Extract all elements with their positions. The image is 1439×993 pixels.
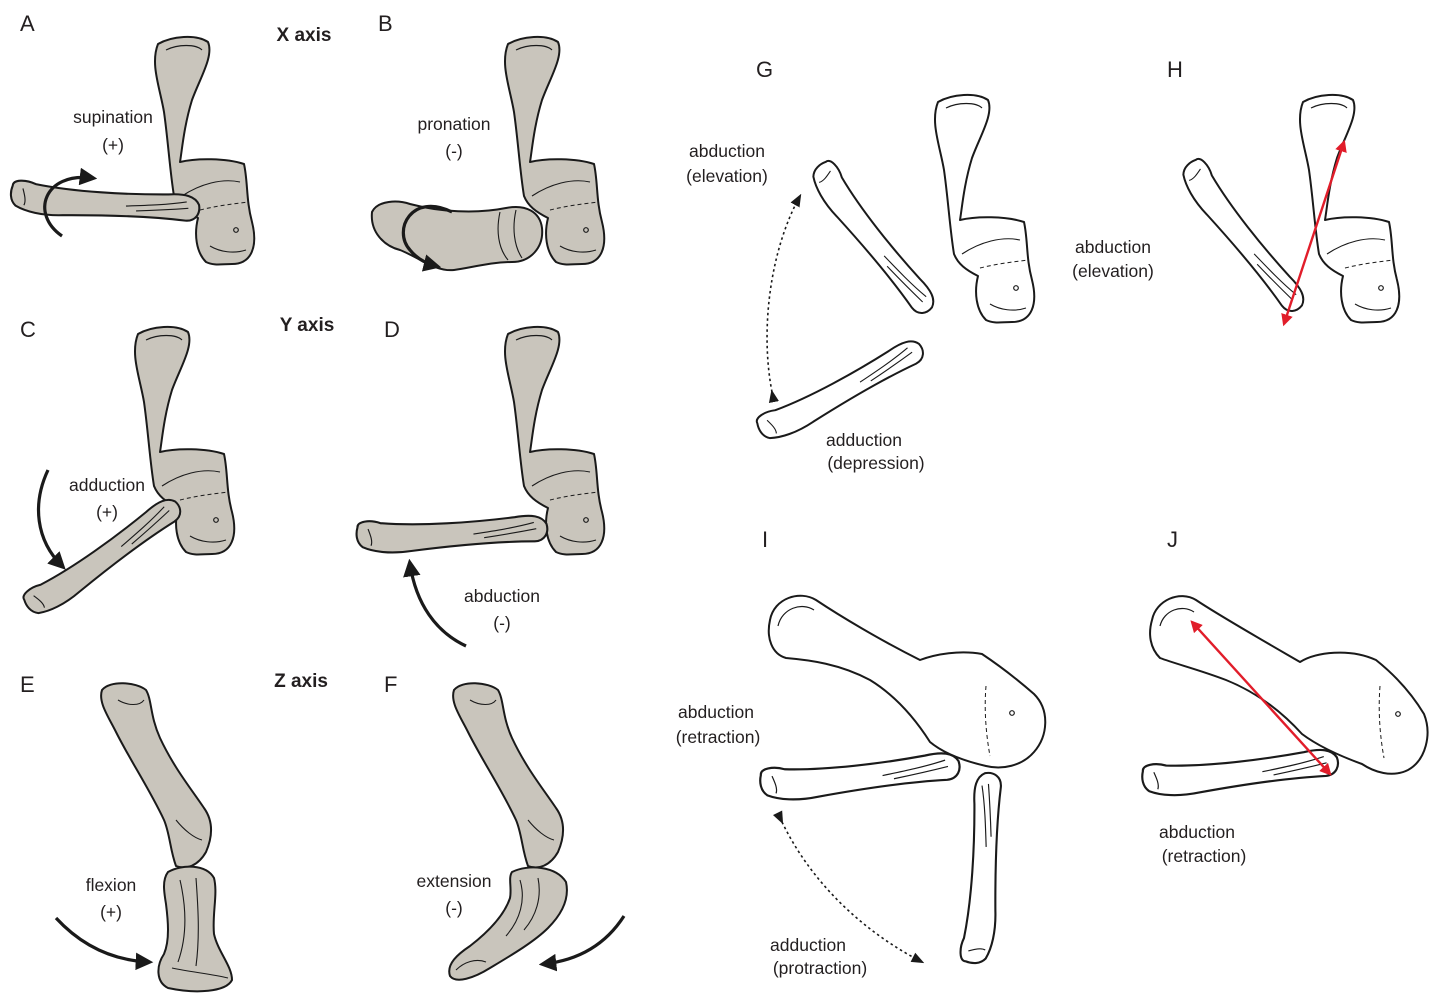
scapula-bone <box>769 596 1045 768</box>
scapula-bone <box>1300 95 1399 323</box>
panel-letter-f: F <box>384 672 397 697</box>
scapula-bone <box>453 683 563 867</box>
humerus-elevated <box>805 158 941 320</box>
motion-sign: (+) <box>102 135 124 155</box>
humerus-retracted <box>759 748 961 803</box>
scapula-bone <box>935 95 1034 323</box>
motion-label: (retraction) <box>676 727 761 747</box>
panel-letter-j: J <box>1167 527 1178 552</box>
axis-label-y: Y axis <box>280 315 335 336</box>
motion-label: abduction <box>1159 822 1235 842</box>
range-arrow <box>767 196 800 392</box>
scapula-bone <box>155 37 254 265</box>
axis-label-z: Z axis <box>274 671 328 692</box>
panel-b: B pronation (-) <box>372 11 604 270</box>
panel-letter-c: C <box>20 317 36 342</box>
motion-label: abduction <box>689 141 765 161</box>
panel-letter-d: D <box>384 317 400 342</box>
panel-d: D abduction (-) <box>356 317 604 646</box>
rotation-arrow <box>544 916 624 964</box>
motion-label: supination <box>73 107 153 127</box>
motion-label: adduction <box>69 475 145 495</box>
humerus-bone <box>372 202 542 271</box>
scapula-bone <box>101 683 211 867</box>
motion-label: extension <box>417 871 492 891</box>
panel-letter-a: A <box>20 11 35 36</box>
motion-sign: (-) <box>445 898 462 918</box>
axis-label-x: X axis <box>277 25 332 46</box>
motion-sign: (+) <box>96 502 118 522</box>
motion-label: (retraction) <box>1162 846 1247 866</box>
panel-letter-i: I <box>762 527 768 552</box>
motion-label: adduction <box>826 430 902 450</box>
humerus-bone <box>356 512 548 555</box>
rotation-arrow <box>39 470 62 566</box>
panel-a: A supination (+) X axis <box>10 11 332 265</box>
motion-label: abduction <box>464 586 540 606</box>
panel-f: F extension (-) <box>384 672 624 980</box>
motion-label: (elevation) <box>686 166 768 186</box>
motion-sign: (-) <box>445 141 462 161</box>
rotation-arrow <box>56 918 148 962</box>
motion-label: (protraction) <box>773 958 867 978</box>
panel-i: I abduction (retraction) adduction (prot… <box>676 527 1046 978</box>
motion-label: (depression) <box>827 453 924 473</box>
humerus-protracted <box>960 772 1006 965</box>
rotation-arrow <box>410 564 466 646</box>
panel-letter-h: H <box>1167 57 1183 82</box>
motion-label: flexion <box>86 875 137 895</box>
panel-letter-b: B <box>378 11 393 36</box>
motion-label: abduction <box>1075 237 1151 257</box>
panel-j: J abduction (retraction) <box>1141 527 1428 866</box>
panel-letter-e: E <box>20 672 35 697</box>
motion-label: abduction <box>678 702 754 722</box>
panel-letter-g: G <box>756 57 773 82</box>
motion-label: (elevation) <box>1072 261 1154 281</box>
motion-sign: (-) <box>493 613 510 633</box>
motion-sign: (+) <box>100 902 122 922</box>
motion-label: pronation <box>418 114 491 134</box>
panel-c: C adduction (+) Y axis <box>20 315 334 621</box>
motion-label: adduction <box>770 935 846 955</box>
humerus-bone <box>1175 156 1311 318</box>
panel-e: E flexion (+) Z axis <box>20 671 328 991</box>
panel-h: H abduction (elevation) <box>1072 57 1399 324</box>
panel-g: G abduction (elevation) adduction (depre… <box>686 57 1034 473</box>
